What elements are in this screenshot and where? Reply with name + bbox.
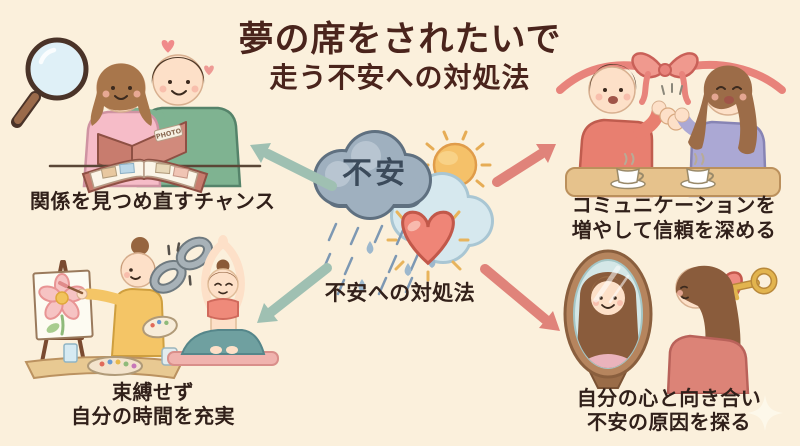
key-icon <box>714 267 778 303</box>
coffee-cup-icon <box>610 153 646 190</box>
heart-key-icon <box>703 267 778 312</box>
broken-chain-icon <box>149 236 213 294</box>
woman-talking <box>674 65 768 198</box>
caption-top-right-line2: 増やして信頼を深める <box>571 218 777 242</box>
magnifying-glass-icon <box>11 37 89 128</box>
caption-top-left: 関係を見つめ直すチャンス <box>30 189 276 213</box>
page-title-line1: 夢の席をされたいで <box>238 20 562 60</box>
anxiety-cloud-label: 不安 <box>342 156 408 191</box>
arrow-top-right <box>492 144 556 187</box>
coffee-cup-icon <box>680 153 716 190</box>
anxiety-cloud <box>313 130 432 220</box>
scene-couple-album: PHOTO <box>11 37 262 194</box>
mirror-reflection <box>574 272 642 368</box>
caption-bottom-left-line1: 束縛せず <box>112 380 194 404</box>
caption-top-right-line1: コミュニケーションを <box>571 193 777 217</box>
yoga-woman <box>167 235 279 366</box>
sparkle-icon <box>747 395 783 431</box>
caption-bottom-left-line2: 自分の時間を充実 <box>71 404 235 428</box>
painting-woman <box>58 237 178 357</box>
paintbrush-icon <box>58 281 84 295</box>
scene-center-weather <box>313 130 494 296</box>
table <box>565 167 781 197</box>
caption-bottom-right-line1: 自分の心と向き合い <box>576 386 762 410</box>
page-title-line2: 走う不安への対処法 <box>269 61 531 94</box>
scene-mirror-reflection <box>563 249 778 394</box>
caption-bottom-right-line2: 不安の原因を探る <box>587 410 751 434</box>
hand-palette <box>142 315 178 339</box>
heart-icon-center <box>386 210 470 282</box>
open-photo-album <box>81 158 209 194</box>
canvas-painting <box>32 269 94 341</box>
scene-couple-talking <box>556 52 786 198</box>
woman-facing-mirror <box>666 265 750 394</box>
mirror-icon <box>563 249 653 389</box>
center-caption: 不安への対処法 <box>324 281 476 305</box>
scene-hobby-time <box>24 235 279 380</box>
